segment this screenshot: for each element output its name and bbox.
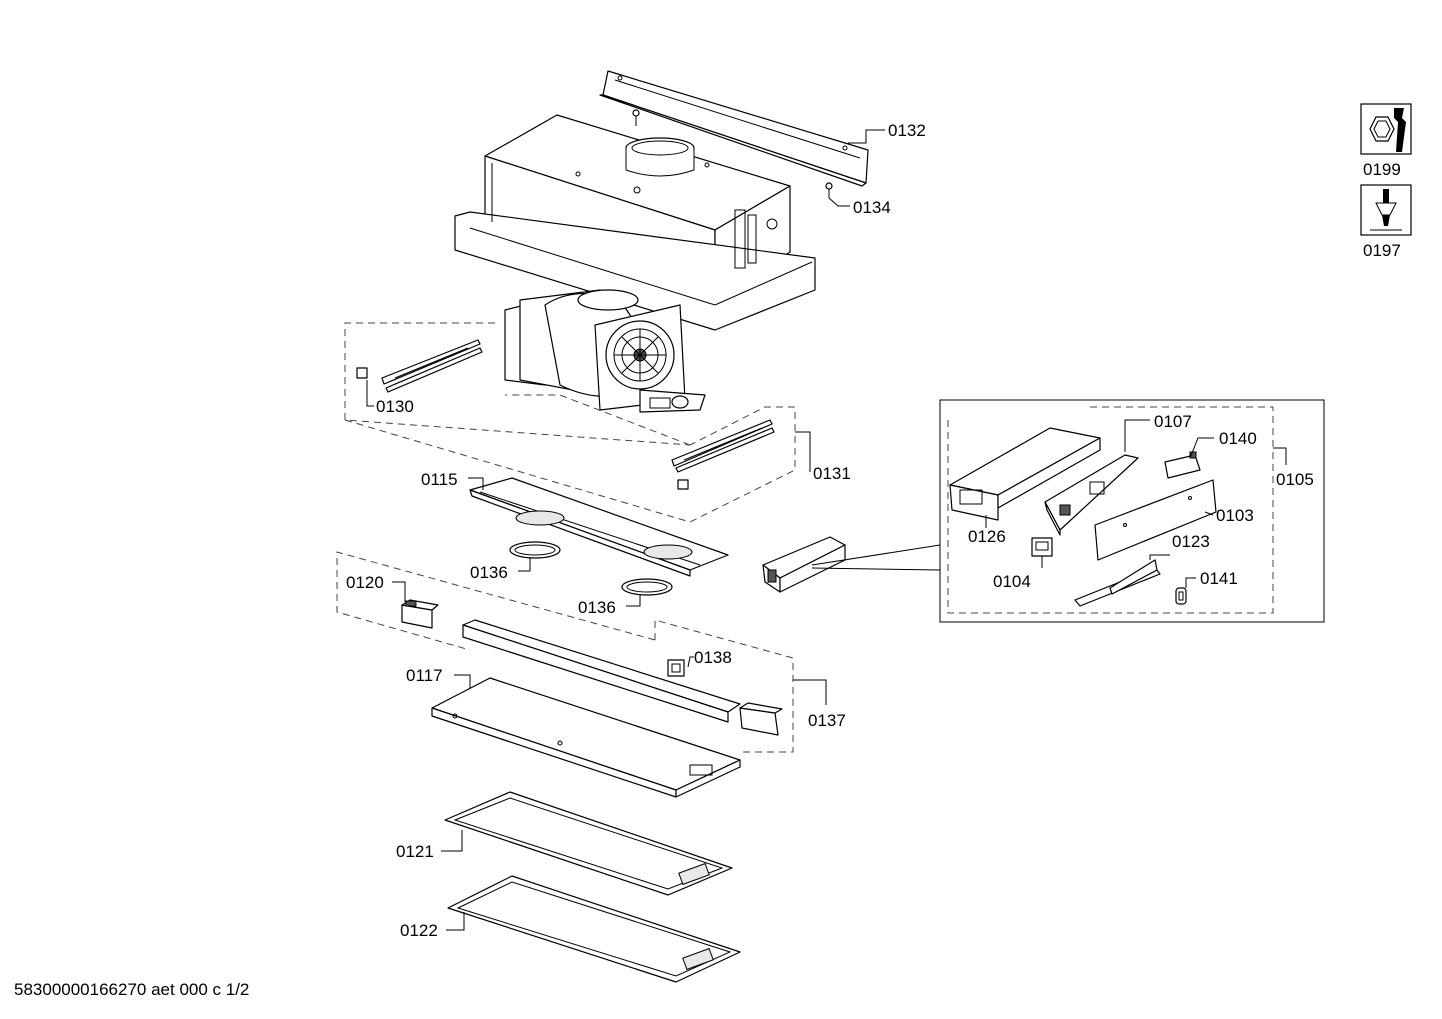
wrench-nut-icon bbox=[1360, 103, 1412, 155]
label-0199: 0199 bbox=[1363, 160, 1401, 179]
label-0122: 0122 bbox=[400, 921, 438, 940]
group-outline-0105 bbox=[947, 406, 1274, 614]
label-0123: 0123 bbox=[1172, 532, 1210, 551]
label-0121: 0121 bbox=[396, 842, 434, 861]
label-0136-b: 0136 bbox=[578, 598, 616, 617]
label-0105: 0105 bbox=[1276, 470, 1314, 489]
board-0107 bbox=[1044, 454, 1139, 536]
label-0107: 0107 bbox=[1154, 412, 1192, 431]
label-0140: 0140 bbox=[1219, 429, 1257, 448]
tray-0115 bbox=[469, 477, 729, 577]
label-0136-a: 0136 bbox=[470, 563, 508, 582]
group-outline-0137 bbox=[654, 619, 794, 753]
clip-0140 bbox=[1164, 451, 1201, 479]
control-module bbox=[762, 536, 846, 593]
label-0130: 0130 bbox=[376, 397, 414, 416]
label-0132: 0132 bbox=[888, 121, 926, 140]
label-0138: 0138 bbox=[694, 648, 732, 667]
button-0104 bbox=[1031, 537, 1053, 557]
screwdriver-icon bbox=[1360, 184, 1412, 236]
label-0141: 0141 bbox=[1200, 569, 1238, 588]
group-outline-0130 bbox=[344, 322, 691, 446]
strip-0123 bbox=[1074, 559, 1161, 607]
label-0117: 0117 bbox=[406, 666, 443, 685]
panel-0117 bbox=[431, 677, 741, 798]
end-cap-0137 bbox=[739, 702, 783, 736]
switch-0120 bbox=[401, 599, 439, 629]
filter-0121 bbox=[444, 791, 733, 896]
leader-lines bbox=[366, 129, 1287, 931]
group-outline-0120 bbox=[336, 551, 656, 651]
document-id-footer: 58300000166270 aet 000 c 1/2 bbox=[14, 980, 250, 999]
mounting-rail-0132 bbox=[599, 70, 869, 187]
front-strip bbox=[462, 619, 741, 723]
label-0137: 0137 bbox=[808, 711, 846, 730]
ring-0136-b bbox=[621, 578, 673, 596]
part-0141 bbox=[1175, 587, 1187, 605]
group-outline-0131b bbox=[344, 406, 796, 523]
label-0115: 0115 bbox=[421, 470, 458, 489]
clip-0138 bbox=[667, 659, 685, 677]
label-0120: 0120 bbox=[346, 573, 384, 592]
rail-0131 bbox=[671, 419, 775, 490]
label-0131: 0131 bbox=[813, 464, 851, 483]
cover-0103 bbox=[1094, 479, 1217, 561]
housing-0126 bbox=[949, 427, 1101, 521]
rail-0130 bbox=[356, 339, 483, 393]
label-0104: 0104 bbox=[993, 572, 1031, 591]
fan-motor-unit bbox=[504, 289, 706, 413]
label-0197: 0197 bbox=[1363, 241, 1401, 260]
screw-top bbox=[632, 109, 640, 126]
detail-leader-bottom bbox=[811, 567, 941, 571]
label-0134: 0134 bbox=[853, 198, 891, 217]
detail-leader-top bbox=[811, 544, 941, 566]
filter-0122 bbox=[447, 875, 741, 983]
label-0103: 0103 bbox=[1216, 506, 1254, 525]
label-0126: 0126 bbox=[968, 527, 1006, 546]
ring-0136-a bbox=[509, 541, 561, 559]
screw-0134 bbox=[825, 182, 833, 198]
hood-housing bbox=[454, 114, 816, 331]
